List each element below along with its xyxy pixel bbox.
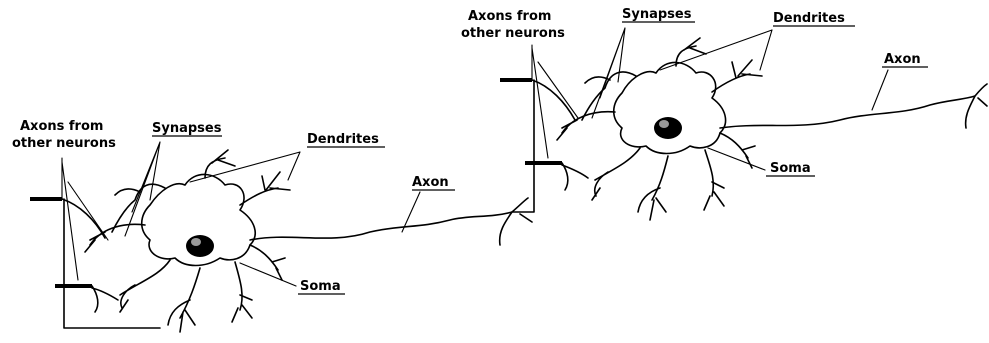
- neuron-1-label-axons-from: Axons from: [20, 119, 103, 134]
- neuron-1-axon-terminal: [500, 198, 532, 245]
- neuron-2-label-soma: Soma: [770, 161, 811, 176]
- neuron-1-axon: [250, 212, 512, 240]
- neuron-1-label-dendrites: Dendrites: [307, 132, 379, 147]
- neuron-2-incoming-axon-2-fibre: [562, 163, 588, 190]
- neuron-2-axon-pointer: [872, 70, 888, 110]
- neuron-2-nucleus: [654, 117, 682, 139]
- neuron-2-label-axon: Axon: [884, 52, 921, 67]
- neuron-2-dendrite-upper-left: [582, 72, 636, 120]
- neuron-2-label-other-neurons: other neurons: [461, 26, 565, 41]
- neuron-2-dendrite-bottom-left: [592, 148, 640, 200]
- neuron-2-label-synapses: Synapses: [622, 7, 692, 22]
- neuron-1-dendrite-bottom: [168, 268, 200, 332]
- neuron-1-label-other-neurons: other neurons: [12, 136, 116, 151]
- neuron-2-dendrite-right-top: [712, 60, 762, 92]
- neuron-1-dendrites-pointer: [190, 152, 300, 182]
- neuron-1-label-soma: Soma: [300, 279, 341, 294]
- neuron-1-dendrite-right-top: [240, 172, 290, 205]
- neuron-2-axons-pointer: [532, 45, 578, 158]
- neuron-2-cell-body: [614, 62, 726, 153]
- neuron-2: Axons from other neurons Synapses Dendri…: [461, 7, 987, 220]
- neuron-2-soma-pointer: [708, 148, 765, 170]
- neuron-2-dendrite-right-mid: [720, 133, 755, 168]
- neuron-1-dendrite-bottom-right: [232, 262, 252, 322]
- neuron-2-dendrites-pointer: [660, 30, 772, 70]
- neuron-2-dendrite-bottom: [638, 156, 668, 220]
- neuron-2-dendrite-bottom-right: [704, 150, 724, 210]
- neuron-1-dendrite-bottom-left: [120, 260, 170, 312]
- neuron-1-incoming-axon-2-fibre: [92, 286, 118, 312]
- neuron-1-dendrite-left: [85, 224, 145, 252]
- neuron-1-label-synapses: Synapses: [152, 121, 222, 136]
- neuron-2-axon: [720, 96, 975, 128]
- neuron-1-nucleus: [186, 235, 214, 257]
- neuron-2-label-dendrites: Dendrites: [773, 11, 845, 26]
- neuron-1-soma-pointer: [240, 263, 296, 286]
- neuron-2-axon-terminal: [966, 84, 987, 128]
- neuron-2-dendrite-left: [557, 112, 615, 140]
- neuron-2-label-axons-from: Axons from: [468, 9, 551, 24]
- neuron-2-bracket: [512, 80, 534, 212]
- neuron-2-dendrite-top: [676, 38, 706, 66]
- neuron-1: Axons from other neurons Synapses Dendri…: [12, 119, 532, 332]
- neuron-1-label-axon: Axon: [412, 175, 449, 190]
- neuron-1-bracket: [64, 199, 160, 328]
- neuron-1-axons-pointer: [62, 158, 108, 280]
- neuron-2-incoming-axon-1-fibre: [532, 80, 575, 120]
